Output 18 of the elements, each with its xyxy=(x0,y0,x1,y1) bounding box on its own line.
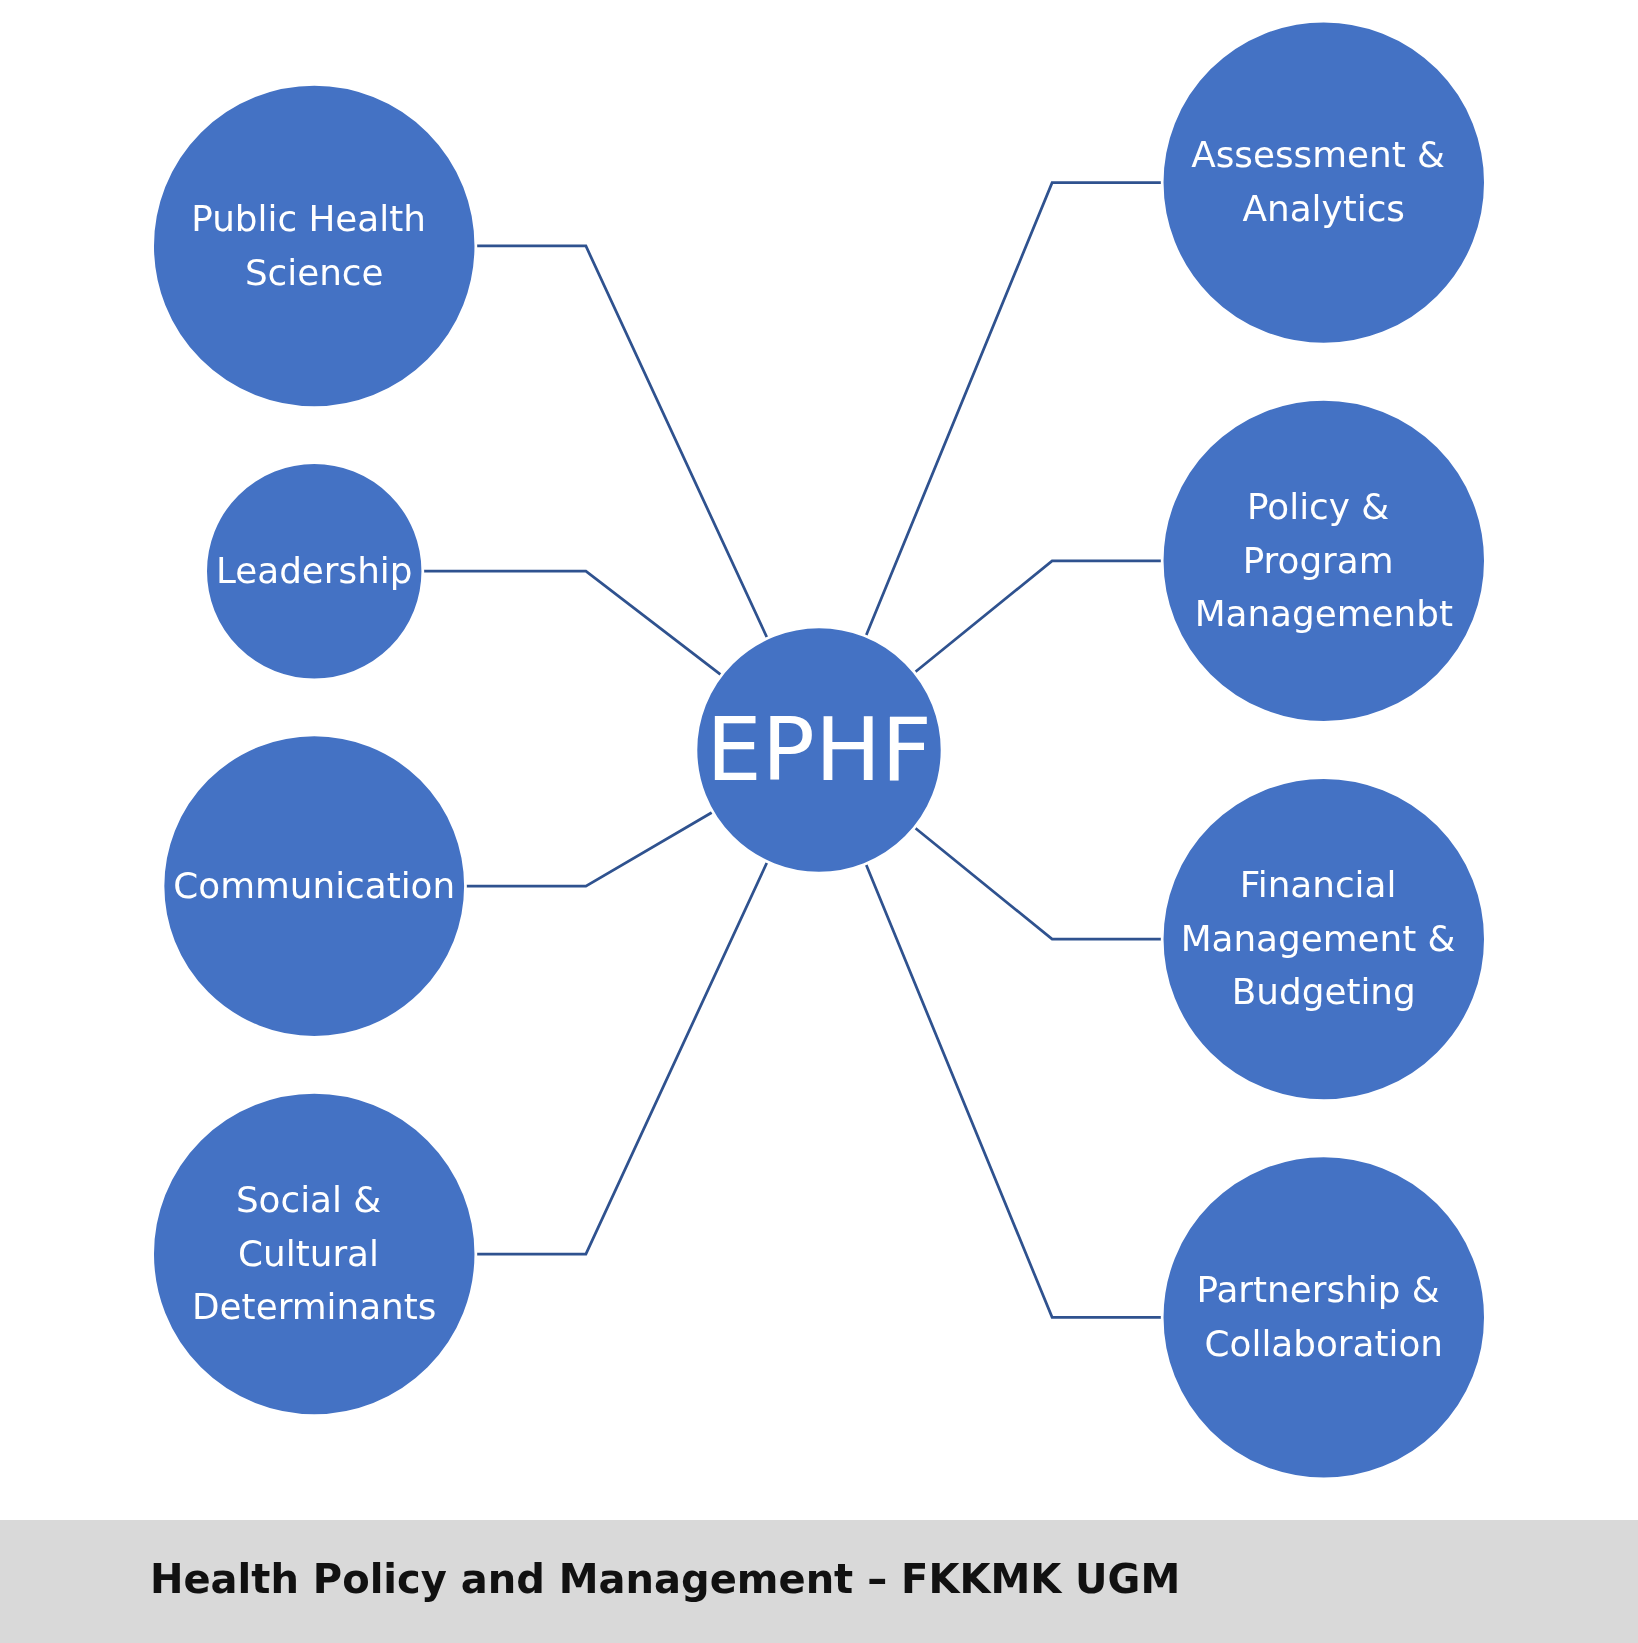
connector xyxy=(465,810,714,888)
connector xyxy=(913,559,1163,674)
connector xyxy=(864,181,1163,637)
node-circle: Assessment & Analytics xyxy=(1160,19,1487,346)
node-circle: Policy & Program Managemenbt xyxy=(1160,397,1487,724)
connector xyxy=(475,244,769,639)
connector xyxy=(913,826,1163,941)
connector xyxy=(475,861,769,1256)
node-circle: Partnership & Collaboration xyxy=(1160,1154,1487,1481)
footer-text: Health Policy and Management – FKKMK UGM xyxy=(150,1556,1181,1602)
node-circle: Leadership xyxy=(204,461,425,682)
node-circle: Public Health Science xyxy=(151,83,478,409)
node-circle: Communication xyxy=(161,733,467,1039)
connector xyxy=(422,569,723,677)
node-circle: Financial Management & Budgeting xyxy=(1160,776,1487,1103)
node-circle: EPHF xyxy=(694,625,944,875)
node-circle: Social & Cultural Determinants xyxy=(151,1091,478,1417)
connector xyxy=(864,863,1163,1319)
